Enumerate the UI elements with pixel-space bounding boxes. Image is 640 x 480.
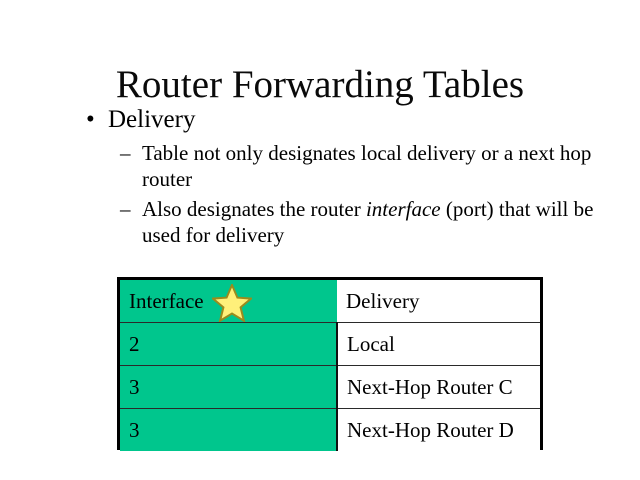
table-cell-delivery-header: Delivery	[337, 280, 540, 323]
bullet-dash-icon: –	[120, 141, 131, 165]
table-cell-delivery: Local	[336, 322, 540, 366]
table-cell-interface-value: 3	[129, 375, 140, 399]
page-title: Router Forwarding Tables	[115, 63, 525, 107]
bullet-level1-delivery: • Delivery	[80, 104, 620, 136]
bullet-dot-icon: •	[86, 106, 95, 133]
bullet-dash-icon: –	[120, 197, 131, 221]
table-row: 2 Local	[120, 322, 540, 366]
table-cell-interface-value: 3	[129, 418, 140, 442]
bullet-level2-table-designates: – Table not only designates local delive…	[80, 140, 620, 192]
table-header-interface-label: Interface	[129, 289, 204, 313]
bullet-level2-also-designates: – Also designates the router interface (…	[80, 196, 620, 248]
table-cell-delivery: Next-Hop Router D	[336, 408, 540, 451]
table-cell-delivery-value: Next-Hop Router C	[347, 375, 513, 399]
table-header-row: Interface Delivery	[120, 280, 540, 323]
table-cell-delivery-value: Local	[347, 332, 395, 356]
bullet-text-before-italic: Also designates the router	[142, 197, 366, 221]
star-icon	[210, 282, 254, 323]
table-row: 3 Next-Hop Router C	[120, 365, 540, 409]
forwarding-table-grid: Interface Delivery 2 Local	[120, 280, 540, 451]
slide-body: • Delivery – Table not only designates l…	[80, 104, 620, 248]
table-cell-interface: 2	[120, 322, 337, 366]
bullet-text-after-italic: (port) that will be used for delivery	[142, 197, 594, 247]
table-row: 3 Next-Hop Router D	[120, 408, 540, 451]
table-cell-interface: 3	[120, 365, 337, 409]
table-cell-interface-value: 2	[129, 332, 140, 356]
table-cell-interface: 3	[120, 408, 337, 451]
bullet-level2-text-1: Table not only designates local delivery…	[142, 141, 592, 191]
table-cell-delivery: Next-Hop Router C	[336, 365, 540, 409]
bullet-level2-text-2: Also designates the router interface (po…	[142, 196, 620, 248]
bullet-italic-interface: interface	[365, 197, 441, 221]
bullet-level1-text: Delivery	[108, 106, 196, 133]
table-header-delivery-label: Delivery	[346, 289, 420, 313]
table-cell-delivery-value: Next-Hop Router D	[347, 418, 514, 442]
forwarding-table: Interface Delivery 2 Local	[117, 277, 543, 451]
table-cell-interface-header: Interface	[120, 280, 337, 323]
